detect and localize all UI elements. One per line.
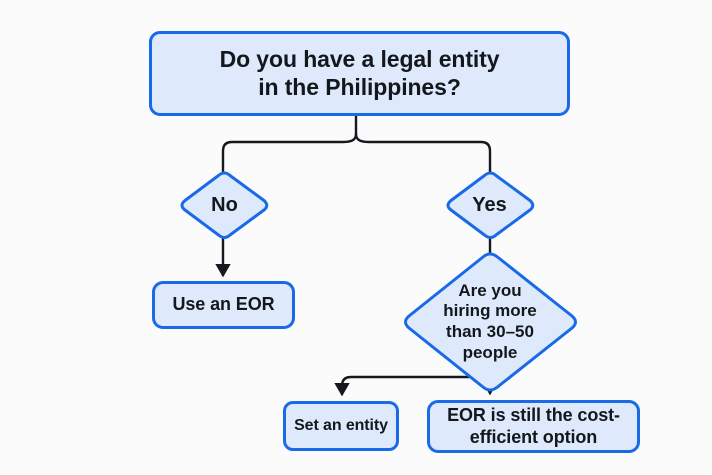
node-yes-label: Yes: [472, 193, 507, 216]
node-use-an-eor[interactable]: Use an EOR: [152, 281, 295, 329]
node-yes-shape[interactable]: [446, 171, 535, 239]
edge-split-right: [354, 132, 492, 174]
node-hiring-question: Are you hiring more than 30–50 people: [425, 262, 555, 382]
node-root-label: Do you have a legal entity in the Philip…: [219, 46, 500, 100]
node-eor-cost-efficient-label: EOR is still the cost- efficient option: [447, 405, 620, 447]
node-yes: Yes: [445, 172, 534, 238]
node-hiring-shape[interactable]: [404, 252, 577, 392]
node-no: No: [180, 172, 269, 238]
node-root-question[interactable]: Do you have a legal entity in the Philip…: [149, 31, 570, 116]
node-set-an-entity[interactable]: Set an entity: [283, 401, 399, 451]
node-hiring-question-label: Are you hiring more than 30–50 people: [443, 280, 537, 362]
node-set-an-entity-label: Set an entity: [294, 416, 388, 434]
node-no-shape[interactable]: [180, 171, 269, 239]
node-no-label: No: [211, 193, 238, 216]
node-eor-cost-efficient[interactable]: EOR is still the cost- efficient option: [427, 400, 640, 453]
edge-split-left: [221, 132, 358, 174]
node-use-an-eor-label: Use an EOR: [172, 294, 275, 315]
edge-hiring-to-set-entity: [334, 375, 480, 397]
